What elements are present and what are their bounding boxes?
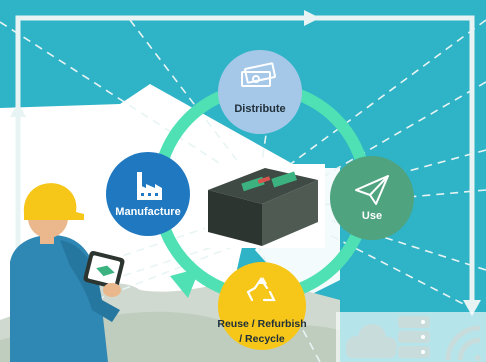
worker-illustration: [10, 183, 125, 362]
node-use-label: Use: [362, 210, 382, 222]
arrow-down-icon: [463, 300, 481, 316]
node-reuse-circle: [218, 262, 306, 350]
node-manufacture-label: Manufacture: [115, 206, 180, 218]
node-reuse-label-line2: / Recycle: [239, 333, 285, 345]
arrow-right-icon: [304, 10, 320, 26]
node-distribute: Distribute: [218, 50, 302, 134]
node-reuse-label-line1: Reuse / Refurbish: [217, 318, 306, 330]
outer-flow-frame: [10, 10, 481, 362]
node-distribute-circle: [218, 50, 302, 134]
paper-plane-icon: [355, 175, 389, 205]
arrow-up-icon: [10, 102, 26, 117]
hard-hat-icon: [23, 183, 84, 220]
recycle-icon: [246, 277, 276, 302]
cycle-arrowhead-icon: [170, 268, 200, 298]
wifi-signal-icon: [445, 325, 481, 361]
factory-icon: [137, 172, 162, 200]
node-use: Use: [330, 156, 414, 240]
cloud-icon: [346, 324, 397, 358]
node-manufacture: Manufacture: [106, 152, 190, 236]
database-icon: [398, 316, 430, 358]
node-distribute-label: Distribute: [234, 103, 285, 115]
cash-icon: [241, 62, 276, 87]
battery-pack-illustration: [205, 164, 325, 248]
data-icons-panel: [336, 312, 486, 362]
node-reuse: Reuse / Refurbish / Recycle: [217, 262, 307, 350]
